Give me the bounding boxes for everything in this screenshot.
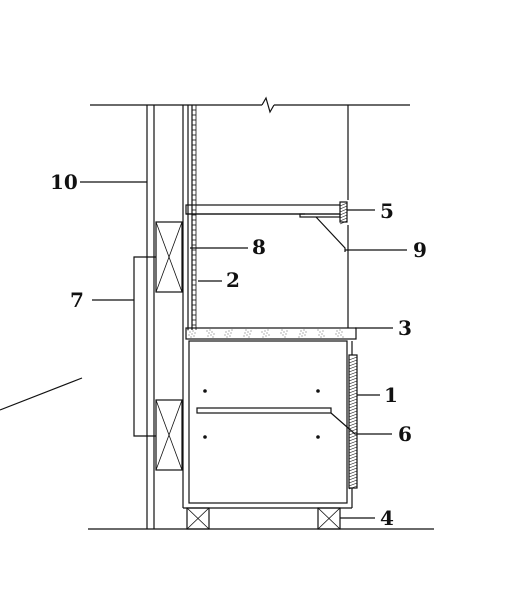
lower-blocking bbox=[155, 399, 183, 471]
door-panel bbox=[348, 354, 358, 490]
callout-4: 4 bbox=[380, 506, 394, 530]
upper-blocking bbox=[155, 221, 183, 293]
callout-10: 10 bbox=[50, 170, 78, 194]
callout-1: 1 bbox=[384, 383, 398, 407]
stray-line bbox=[0, 377, 83, 411]
ceiling-line bbox=[90, 96, 410, 114]
feet bbox=[186, 507, 341, 530]
cabinet-body bbox=[183, 340, 353, 509]
back-panel-hatching bbox=[192, 109, 196, 326]
callout-7: 7 bbox=[70, 288, 84, 312]
upper-shelf bbox=[185, 201, 348, 252]
leader-lines bbox=[80, 181, 407, 519]
blocking-bracket bbox=[133, 256, 156, 437]
shelf-end-hatching bbox=[339, 202, 348, 225]
callout-2: 2 bbox=[226, 268, 240, 292]
callout-9: 9 bbox=[413, 238, 427, 262]
callout-5: 5 bbox=[380, 199, 394, 223]
callout-3: 3 bbox=[398, 316, 412, 340]
callout-6: 6 bbox=[398, 422, 412, 446]
wall bbox=[146, 105, 155, 529]
back-panel bbox=[182, 105, 197, 508]
callout-8: 8 bbox=[252, 235, 266, 259]
countertop bbox=[185, 327, 357, 340]
countertop-texture bbox=[187, 329, 344, 338]
